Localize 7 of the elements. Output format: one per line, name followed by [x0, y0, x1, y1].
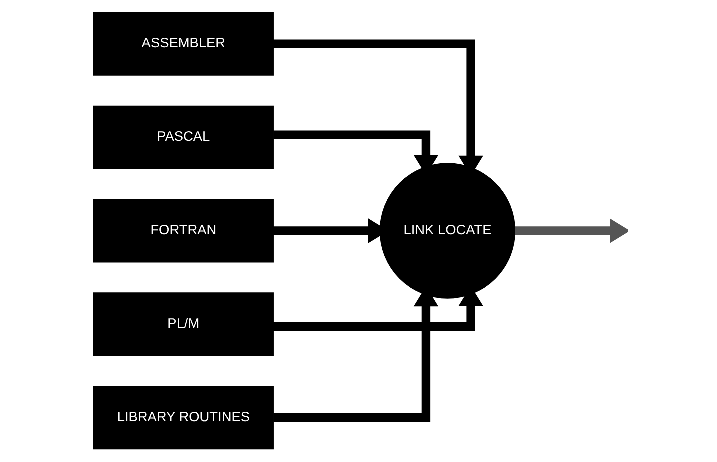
arrow [515, 218, 628, 244]
node-box: FORTRAN [93, 199, 274, 263]
node-box: PASCAL [93, 106, 274, 170]
node-box: PL/M [93, 292, 274, 356]
node-box: ASSEMBLER [93, 12, 274, 76]
node-box: LIBRARY ROUTINES [93, 386, 274, 450]
node-circle: LINK LOCATE [380, 163, 516, 299]
